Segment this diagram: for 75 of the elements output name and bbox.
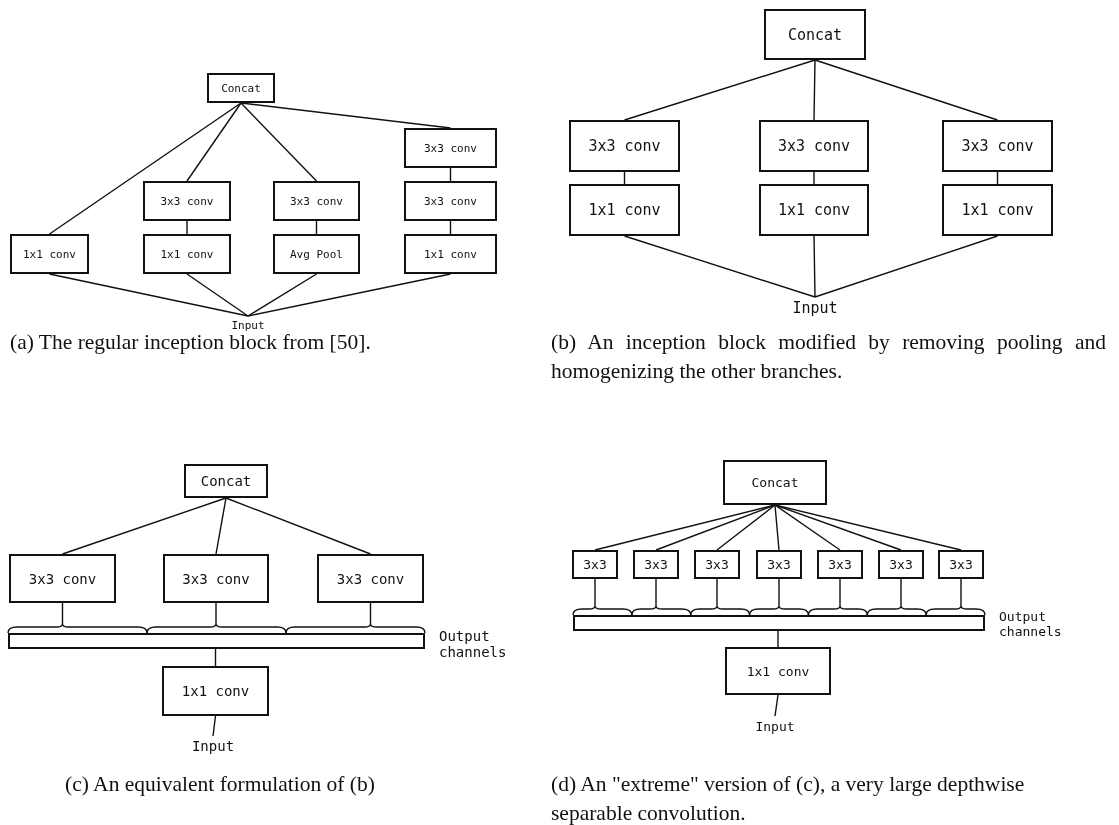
layer-box: 3x3	[633, 550, 679, 579]
connector-line	[212, 715, 217, 737]
connector-line	[774, 504, 841, 551]
layer-box: 1x1 conv	[10, 234, 89, 274]
input-label: Input	[182, 736, 244, 756]
input-label: Input	[780, 297, 850, 319]
connector-line	[186, 220, 188, 235]
layer-box: 3x3 conv	[163, 554, 269, 603]
layer-box: 3x3 conv	[404, 128, 497, 168]
connector-line	[774, 694, 779, 717]
brace-connector	[690, 578, 751, 616]
layer-box: Concat	[184, 464, 268, 498]
connector-line	[623, 235, 816, 298]
connector-line	[716, 504, 776, 551]
layer-box: 3x3 conv	[273, 181, 360, 221]
connector-line	[225, 497, 372, 555]
brace-connector	[146, 602, 287, 634]
connector-line	[655, 504, 776, 551]
brace-connector	[7, 602, 148, 634]
layer-box: 1x1 conv	[759, 184, 869, 236]
layer-box: 3x3	[938, 550, 984, 579]
figure-caption: (d) An "extreme" version of (c), a very large depthwise separable convolution.	[551, 771, 1026, 825]
connector-line	[774, 504, 902, 551]
connector-line	[186, 273, 249, 317]
brace-connector	[572, 578, 633, 616]
layer-box: Concat	[764, 9, 866, 60]
layer-box: 1x1 conv	[569, 184, 680, 236]
brace-connector	[925, 578, 986, 616]
connector-line	[186, 102, 242, 182]
layer-box: 1x1 conv	[162, 666, 269, 716]
brace-connector	[631, 578, 692, 616]
connector-line	[813, 235, 816, 298]
layer-box: 3x3 conv	[317, 554, 424, 603]
connector-line	[61, 497, 227, 555]
layer-box: 3x3	[694, 550, 740, 579]
connector-line	[774, 504, 780, 551]
figure-caption: (b) An inception block modified by removing pooling and homogenizing the other branches.	[551, 329, 1106, 385]
layer-box: 3x3	[572, 550, 618, 579]
connector-line	[813, 59, 816, 121]
layer-box: 1x1 conv	[404, 234, 497, 274]
layer-box: 1x1 conv	[725, 647, 831, 695]
connector-line	[215, 497, 227, 555]
brace-connector	[807, 578, 868, 616]
connector-line	[247, 273, 452, 317]
layer-box: Concat	[207, 73, 275, 103]
connector-line	[48, 273, 249, 317]
connector-line	[240, 102, 452, 129]
layer-box: 3x3 conv	[942, 120, 1053, 172]
layer-box: 3x3 conv	[143, 181, 231, 221]
connector-line	[814, 235, 999, 298]
layer-box: Concat	[723, 460, 827, 505]
layer-box: 3x3 conv	[759, 120, 869, 172]
layer-box: 3x3	[878, 550, 924, 579]
layer-box: 1x1 conv	[143, 234, 231, 274]
connector-line	[623, 59, 816, 121]
layer-box: Avg Pool	[273, 234, 360, 274]
connector-line	[814, 59, 999, 121]
brace-connector	[866, 578, 927, 616]
connector-line	[240, 102, 318, 182]
connector-line	[48, 102, 242, 235]
connector-line	[777, 630, 779, 648]
layer-box: 3x3	[756, 550, 802, 579]
layer-box: 3x3	[817, 550, 863, 579]
layer-box: 3x3 conv	[9, 554, 116, 603]
layer-box: 1x1 conv	[942, 184, 1053, 236]
figure-caption: (c) An equivalent formulation of (b)	[64, 771, 376, 798]
input-label: Input	[744, 716, 806, 736]
layer-box: 3x3 conv	[404, 181, 497, 221]
layer-box: 3x3 conv	[569, 120, 680, 172]
connector-line	[247, 273, 318, 317]
connector-line	[813, 171, 815, 185]
bar-caption: Output channels	[439, 628, 508, 661]
brace-connector	[285, 602, 426, 634]
bar-caption: Output channels	[999, 610, 1063, 640]
brace-connector	[748, 578, 810, 616]
